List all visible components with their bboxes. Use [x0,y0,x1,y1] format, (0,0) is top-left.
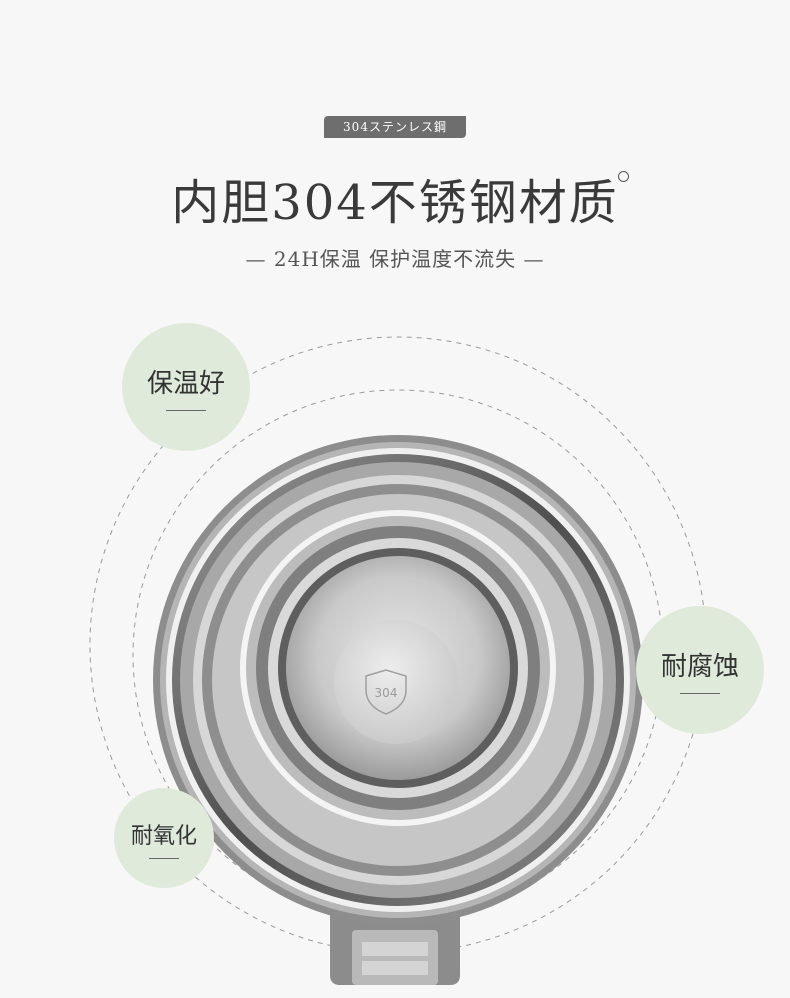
feature-label: 耐腐蚀 [660,652,739,682]
inner-liner [334,620,458,744]
shield-icon [365,669,407,715]
feature-underline [166,410,206,411]
feature-underline [680,693,720,694]
page-subtitle: — 24H保温 保护温度不流失 — [245,247,545,271]
material-badge: 304ステンレス鋼 [324,116,466,138]
page-title: 内胆304不锈钢材质 [171,175,619,231]
feature-bubble-insulation: 保温好 [122,323,250,451]
emblem-text: 304 [375,686,398,700]
feature-bubble-oxidation: 耐氧化 [114,788,214,888]
feature-underline [149,857,179,859]
feature-label: 保温好 [146,369,225,399]
degree-ring-icon [618,171,629,182]
feature-bubble-corrosion: 耐腐蚀 [636,606,764,734]
feature-label: 耐氧化 [130,823,197,849]
